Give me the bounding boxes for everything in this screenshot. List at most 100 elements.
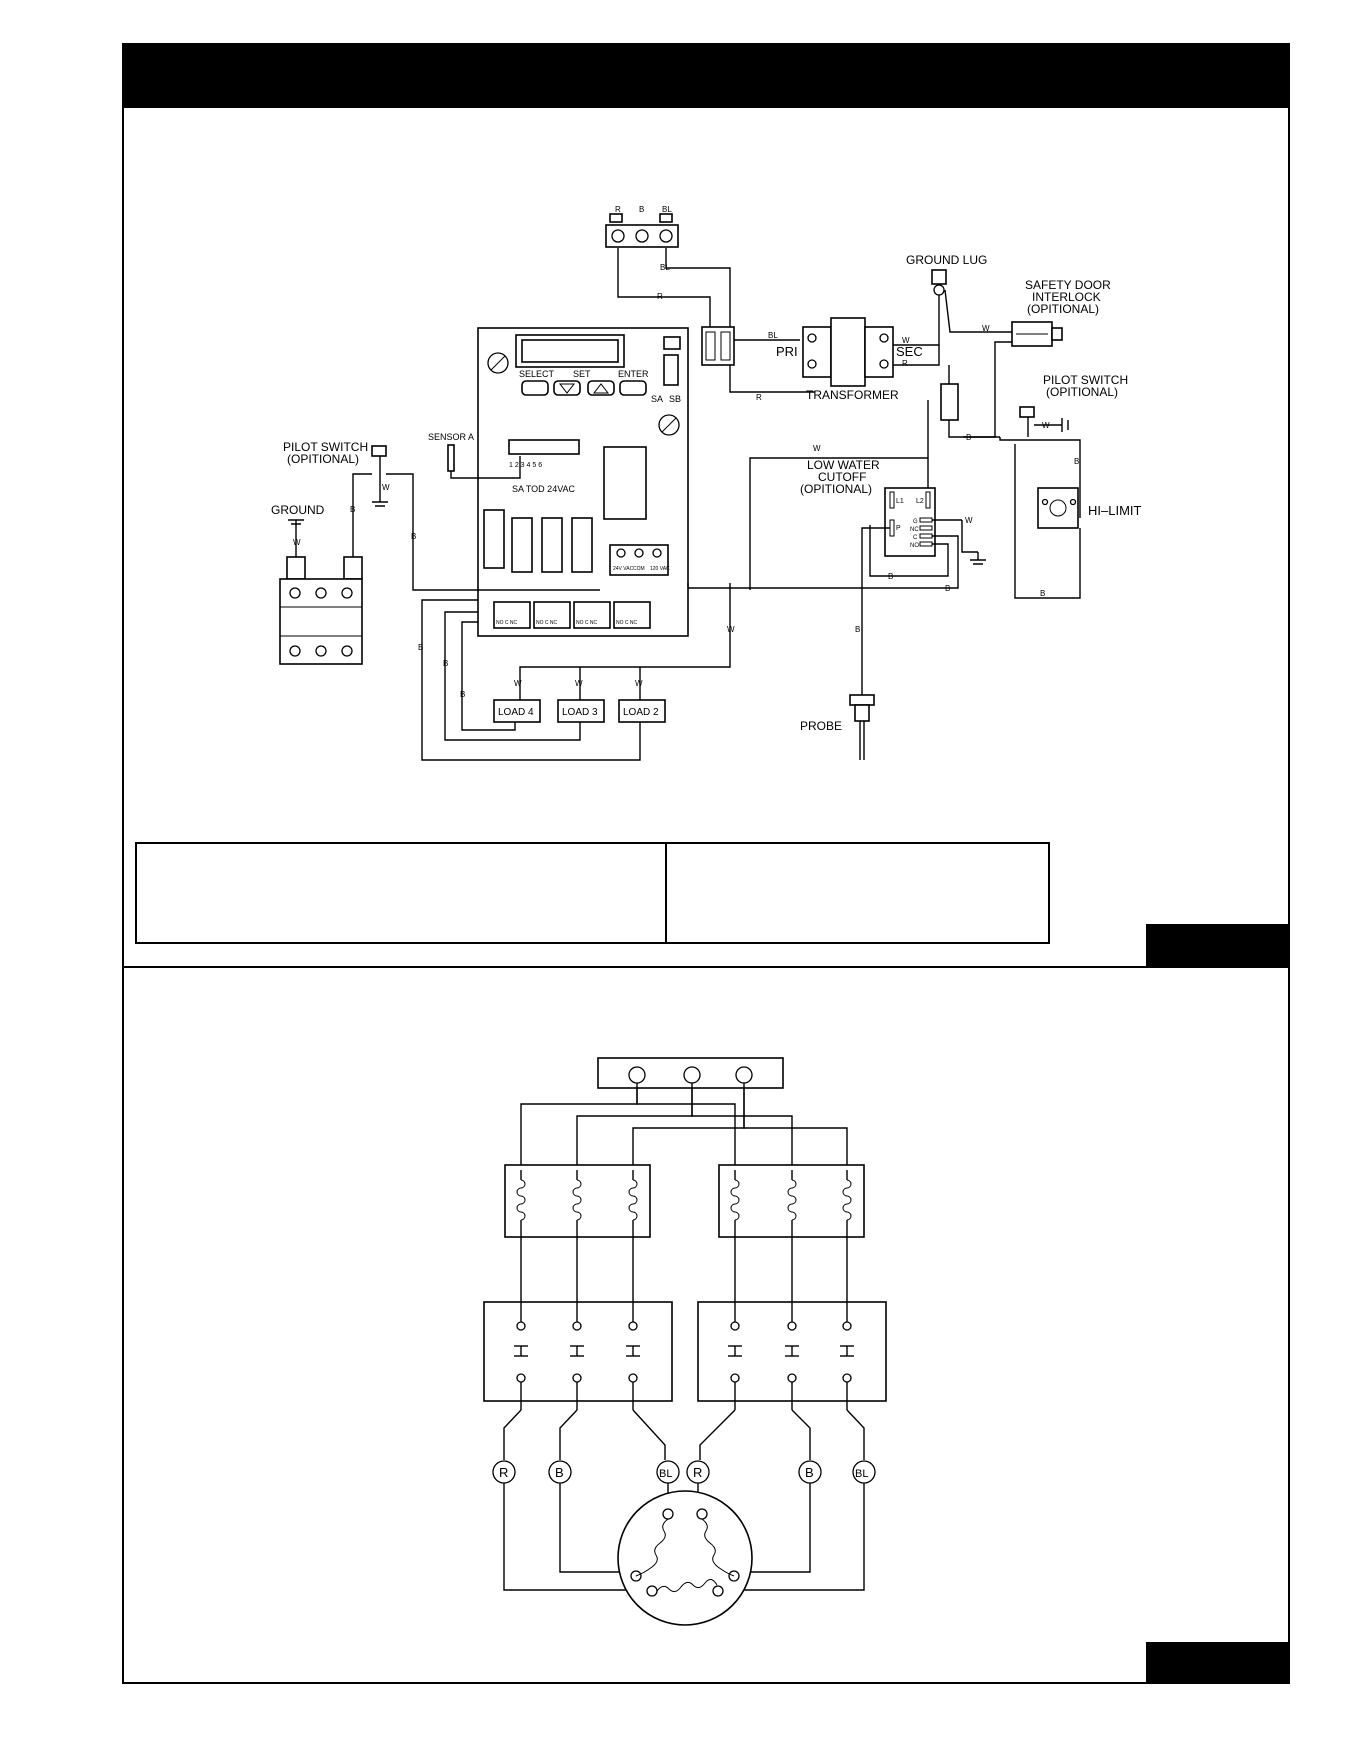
ground-lug-label: GROUND LUG xyxy=(906,253,987,267)
wire-pilot-left-contactor xyxy=(352,473,372,557)
relay-row-4: NO C NC xyxy=(616,620,638,626)
wire-lwc-b1 xyxy=(622,535,959,589)
wire-lwc-w xyxy=(749,457,929,590)
wire-label-w-8: W xyxy=(727,625,735,634)
winding-bottom xyxy=(656,1579,718,1593)
wire-door-w xyxy=(944,289,1012,333)
sensor-a xyxy=(447,444,455,472)
wire-sec-r xyxy=(893,345,940,366)
wire-label-r: R xyxy=(615,205,621,214)
winding-right xyxy=(701,1518,735,1577)
relay-row-3: NO C NC xyxy=(576,620,598,626)
header-bar xyxy=(122,43,1290,108)
relay-row-1: NO C NC xyxy=(496,620,518,626)
wire-label-b-6: B xyxy=(888,572,893,581)
wire-label-b-7: B xyxy=(855,625,860,634)
control-board: SELECT SET ENTER SA SB 1 2 3 4 5 6 SA TO… xyxy=(477,327,689,637)
ground-lug xyxy=(931,269,947,285)
load-2 xyxy=(618,699,666,723)
sb-label: SB xyxy=(669,394,681,404)
figure-tab-top xyxy=(1146,924,1290,966)
enter-button xyxy=(619,380,647,396)
pilot-switch-left-label-2: (OPITIONAL) xyxy=(287,452,359,466)
wire-label-w-2: W xyxy=(982,324,990,333)
pilot-switch-left-label-1: PILOT SWITCH xyxy=(283,440,368,454)
phase-label-2: B xyxy=(555,1465,564,1480)
phase-label-3: BL xyxy=(659,1468,672,1480)
wire-label-b-12: B xyxy=(460,690,465,699)
lwc-c-label: C xyxy=(913,535,918,541)
pilot-switch-left xyxy=(371,445,387,457)
up-arrow-icon xyxy=(592,383,610,394)
up-button xyxy=(587,380,615,396)
lwc-ground-wire xyxy=(961,520,978,553)
pri-label: PRI xyxy=(776,344,798,359)
wire-label-b-5: B xyxy=(945,584,950,593)
wire-door-b xyxy=(963,341,1012,438)
lwc-no-label: NO xyxy=(910,543,919,549)
safety-door-label-2: INTERLOCK xyxy=(1032,290,1101,304)
wire-sensor-a xyxy=(450,456,521,479)
wire-r-feed xyxy=(617,248,711,334)
relay-row-2: NO C NC xyxy=(536,620,558,626)
term-120-label: 120 VAC xyxy=(650,566,670,572)
ground-label: GROUND xyxy=(271,503,325,517)
wire-label-b-4: B xyxy=(1040,589,1045,598)
info-table-separator xyxy=(665,844,667,942)
wire-label-b-8: B xyxy=(411,532,416,541)
wire-load-return-outer xyxy=(421,599,641,761)
safety-door-label-3: (OPITIONAL) xyxy=(1027,302,1099,316)
low-water-label-2: CUTOFF xyxy=(818,470,866,484)
wire-label-w: W xyxy=(902,336,910,345)
wire-label-w-5: W xyxy=(965,516,973,525)
wire-label-w-3: W xyxy=(1042,421,1050,430)
wire-label-b: B xyxy=(639,205,644,214)
wire-label-w-4: W xyxy=(813,444,821,453)
figure-tab-bottom xyxy=(1146,1642,1290,1684)
load-4-label: LOAD 4 xyxy=(498,707,534,718)
transformer-fuse xyxy=(701,326,735,366)
wire-probe xyxy=(861,527,890,695)
load-2-label: LOAD 2 xyxy=(623,707,659,718)
pilot-ground-right xyxy=(1034,418,1069,432)
wire-hilimit-b xyxy=(1014,444,1081,599)
pilot-switch-right xyxy=(1019,406,1035,418)
pilot-switch-right-label-1: PILOT SWITCH xyxy=(1043,373,1128,387)
wire-label-w-10: W xyxy=(575,679,583,688)
term-24v-label: 24V VAC xyxy=(613,566,634,572)
motor-wiring-diagram: R B BL R B BL xyxy=(483,1057,887,1626)
select-label: SELECT xyxy=(519,369,555,379)
transformer-label: TRANSFORMER xyxy=(806,388,899,402)
lwc-g-label: G xyxy=(913,519,918,525)
contactor-block-left xyxy=(483,1301,673,1402)
lwc-ground xyxy=(932,519,986,565)
lwc-l2-label: L2 xyxy=(916,498,924,505)
pilot-ground-left xyxy=(372,456,388,507)
terminal-number-label: 1 2 3 4 5 6 xyxy=(509,462,542,469)
sa-label: SA xyxy=(651,394,663,404)
low-water-cutoff: L1 L2 P G NC C NO xyxy=(884,487,936,557)
wire-label-b-2: B xyxy=(966,433,971,442)
set-label: SET xyxy=(573,369,591,379)
motor xyxy=(617,1490,753,1626)
wire-load-w-bus xyxy=(519,583,731,700)
wire-lwc-b2 xyxy=(869,525,949,577)
enter-label: ENTER xyxy=(618,369,649,379)
wire-pilot-left-b xyxy=(386,473,600,591)
lwc-l1-label: L1 xyxy=(896,498,904,505)
pilot-switch-right-label-2: (OPITIONAL) xyxy=(1046,385,1118,399)
sensor-a-label: SENSOR A xyxy=(428,432,474,442)
wire-label-w-11: W xyxy=(635,679,643,688)
wire-label-bl: BL xyxy=(662,205,672,214)
down-arrow-icon xyxy=(558,383,576,394)
power-terminal-block: R B BL xyxy=(605,205,679,248)
select-button xyxy=(521,380,549,396)
wire-label-b-3: B xyxy=(1074,457,1079,466)
phase-label-5: B xyxy=(805,1465,814,1480)
wire-fuse-out xyxy=(948,420,1000,438)
wire-label-bl-3: BL xyxy=(768,331,778,340)
section-divider xyxy=(122,966,1290,968)
wire-label-w-9: W xyxy=(514,679,522,688)
term-com-label: COM xyxy=(633,566,645,572)
